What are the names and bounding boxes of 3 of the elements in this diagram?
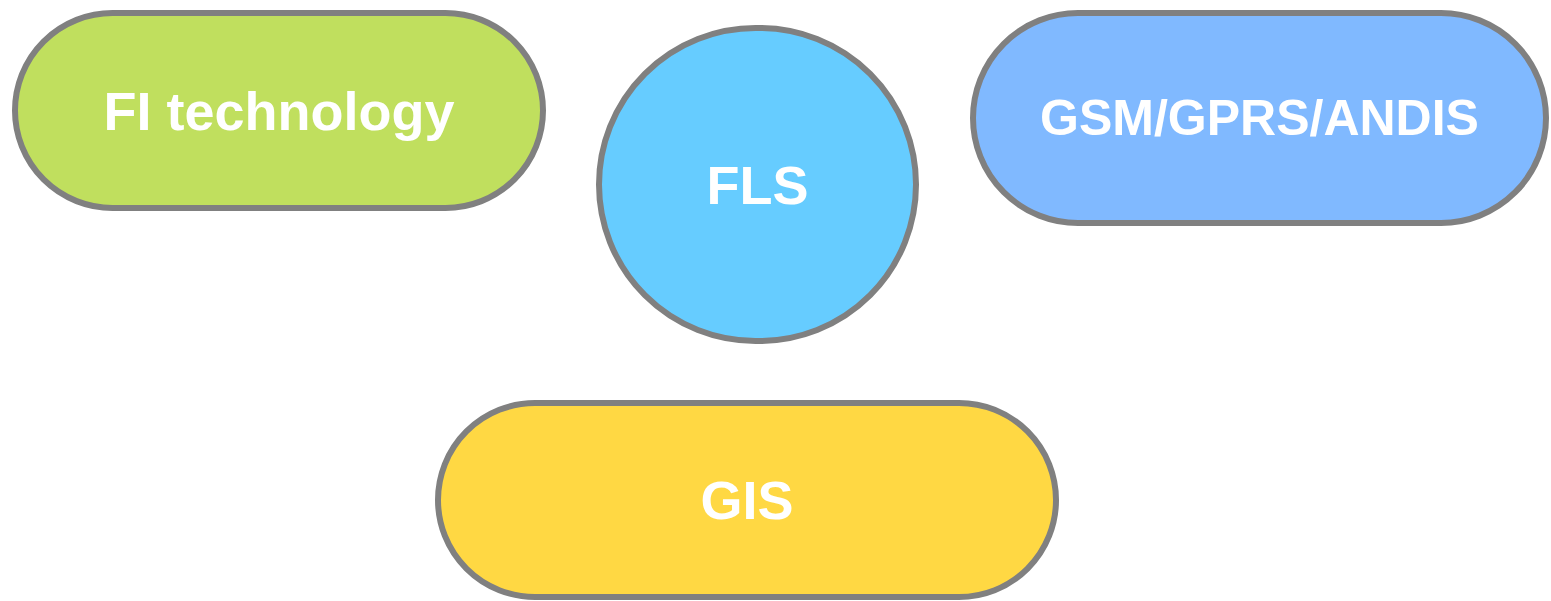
node-label: FLS: [706, 157, 809, 212]
node-label: GIS: [700, 473, 794, 527]
node-label: GSM/GPRS/ANDIS: [1040, 93, 1479, 143]
